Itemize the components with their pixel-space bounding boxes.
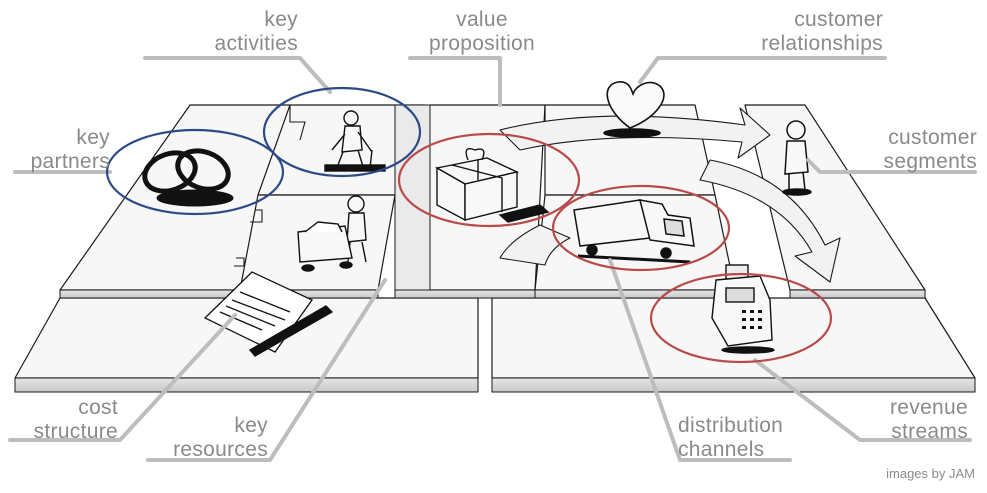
customer-segments-line-2: segments bbox=[883, 150, 977, 173]
label-customer-relationships: customer relationships bbox=[700, 8, 883, 56]
key-partners-line-1: key bbox=[76, 126, 110, 149]
invoice-document-icon bbox=[203, 271, 334, 357]
value-proposition-line-2: proposition bbox=[428, 32, 536, 55]
leader-cost-structure bbox=[8, 313, 237, 442]
cost-structure-line-1: cost bbox=[78, 396, 118, 419]
red-circle-value-proposition bbox=[397, 132, 581, 228]
blue-circle-key-activities bbox=[262, 86, 422, 178]
rings-icon bbox=[142, 148, 234, 207]
person-icon bbox=[782, 120, 812, 196]
label-key-resources: key resources bbox=[148, 414, 268, 462]
leader-customer-segments bbox=[806, 158, 977, 174]
leader-revenue-streams bbox=[753, 358, 972, 442]
label-distribution-channels: distribution channels bbox=[678, 414, 818, 462]
revenue-streams-line-2: streams bbox=[891, 420, 968, 443]
label-value-proposition: value proposition bbox=[407, 8, 557, 56]
key-resources-line-2: resources bbox=[173, 438, 268, 461]
gift-box-icon bbox=[435, 148, 550, 223]
leader-key-activities bbox=[143, 56, 332, 94]
image-credit: images by JAM bbox=[886, 466, 975, 481]
customer-segments-line-1: customer bbox=[888, 126, 977, 149]
revenue-streams-line-1: revenue bbox=[890, 396, 968, 419]
cash-register-icon bbox=[711, 264, 775, 354]
board-side-faces bbox=[14, 104, 976, 393]
worker-cart-icon bbox=[297, 195, 367, 272]
label-cost-structure: cost structure bbox=[8, 396, 118, 444]
heart-icon bbox=[603, 81, 665, 138]
distribution-channels-line-1: distribution bbox=[678, 414, 784, 437]
distribution-channels-line-2: channels bbox=[678, 438, 765, 461]
customer-relationships-line-2: relationships bbox=[761, 32, 883, 55]
worker-cleaning-icon bbox=[324, 110, 386, 172]
board-top-area bbox=[14, 104, 976, 379]
key-partners-line-2: partners bbox=[30, 150, 110, 173]
blue-circle-key-partners bbox=[105, 128, 285, 216]
key-activities-line-2: activities bbox=[214, 32, 298, 55]
leader-key-resources bbox=[146, 278, 387, 462]
leader-distribution-channels bbox=[608, 258, 792, 462]
red-circle-revenue-streams bbox=[649, 272, 833, 364]
leader-lines bbox=[8, 56, 977, 462]
leader-customer-relationships bbox=[638, 56, 887, 84]
key-activities-line-1: key bbox=[264, 8, 298, 31]
label-key-activities: key activities bbox=[168, 8, 298, 56]
value-proposition-line-1: value bbox=[456, 8, 508, 31]
key-resources-line-1: key bbox=[234, 414, 268, 437]
label-key-partners: key partners bbox=[10, 126, 110, 174]
red-circle-channels bbox=[551, 184, 731, 272]
label-customer-segments: customer segments bbox=[855, 126, 977, 174]
cost-structure-line-2: structure bbox=[33, 420, 118, 443]
customer-relationships-line-1: customer bbox=[794, 8, 883, 31]
leader-value-proposition bbox=[408, 56, 502, 107]
truck-icon bbox=[573, 199, 695, 264]
step-notches bbox=[234, 105, 306, 267]
highlight-circles bbox=[105, 86, 833, 364]
label-revenue-streams: revenue streams bbox=[858, 396, 968, 444]
